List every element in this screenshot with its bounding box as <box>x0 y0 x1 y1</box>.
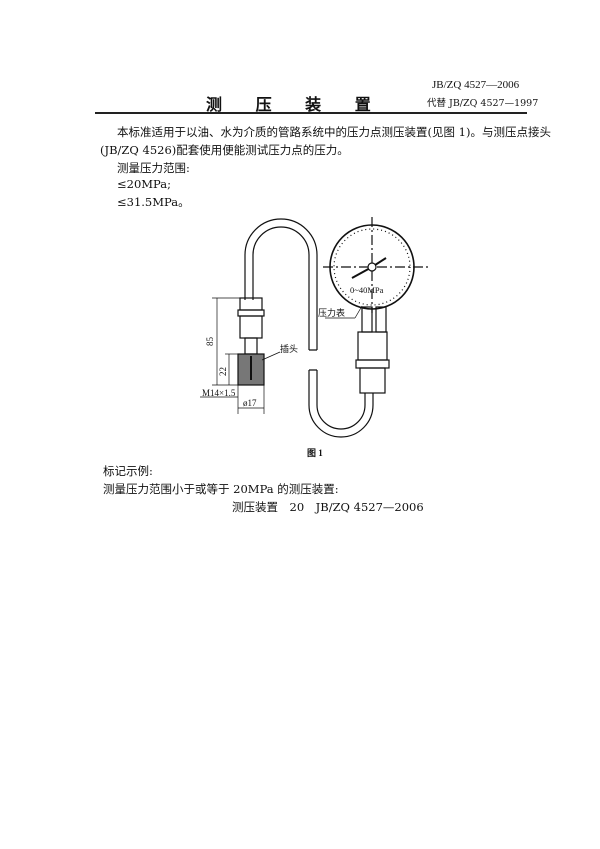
standard-number: JB/ZQ 4527—2006 <box>432 79 520 91</box>
replaces-standard: 代替 JB/ZQ 4527—1997 <box>427 98 539 109</box>
gauge-stem <box>361 306 373 333</box>
gauge-scale-label: 0~40MPa <box>350 285 384 295</box>
example-marking: 测压装置 20 JB/ZQ 4527—2006 <box>232 500 424 514</box>
figure-caption: 图 1 <box>307 448 323 458</box>
page-title: 测 压 装 置 <box>206 95 385 114</box>
header-rule <box>95 112 527 114</box>
dim-85: 85 <box>205 337 215 347</box>
dim-22: 22 <box>218 367 228 376</box>
range-item: ≤20MPa; <box>117 177 171 191</box>
gauge-label: 压力表 <box>318 307 345 318</box>
paragraph-line: 本标准适用于以油、水为介质的管路系统中的压力点测压装置(见图 1)。与测压点接头 <box>117 125 551 139</box>
range-item: ≤31.5MPa。 <box>117 195 190 209</box>
hose-upper <box>244 218 318 350</box>
range-label: 测量压力范围: <box>117 161 190 175</box>
plug-nut <box>239 297 263 311</box>
hose-lower <box>308 370 374 438</box>
plug-label: 插头 <box>280 343 298 354</box>
dim-diameter: ø17 <box>243 398 257 408</box>
paragraph-line: (JB/ZQ 4526)配套使用便能测试压力点的压力。 <box>100 143 349 157</box>
example-heading: 标记示例: <box>103 464 153 478</box>
dim-thread: M14×1.5 <box>202 388 236 398</box>
example-description: 测量压力范围小于或等于 20MPa 的测压装置: <box>103 482 339 496</box>
